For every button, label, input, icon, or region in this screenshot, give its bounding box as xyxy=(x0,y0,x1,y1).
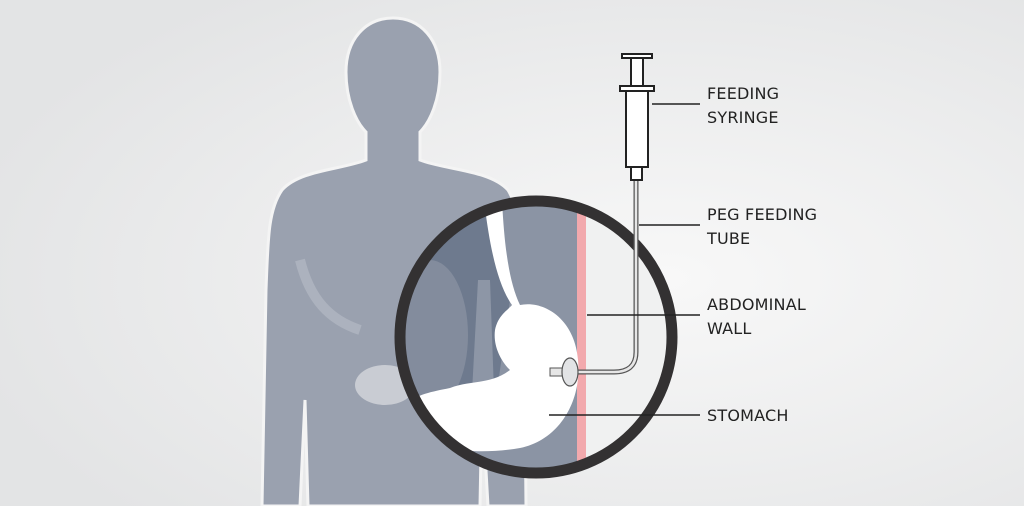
label-abdominal-wall-line1: ABDOMINAL xyxy=(707,295,806,314)
label-peg-tube-line1: PEG FEEDING xyxy=(707,205,817,224)
label-stomach: STOMACH xyxy=(707,406,789,425)
stomach-shape xyxy=(402,201,579,452)
retention-balloon xyxy=(561,357,579,387)
label-abdominal-wall-line2: WALL xyxy=(707,319,752,338)
label-peg-tube-line2: TUBE xyxy=(706,229,750,248)
feeding-syringe xyxy=(619,53,655,181)
label-feeding-syringe-line2: SYRINGE xyxy=(707,108,779,127)
abdominal-wall xyxy=(577,201,586,473)
rib-highlight xyxy=(295,258,362,335)
label-feeding-syringe-line1: FEEDING xyxy=(707,84,779,103)
magnifier-ring xyxy=(394,195,678,479)
